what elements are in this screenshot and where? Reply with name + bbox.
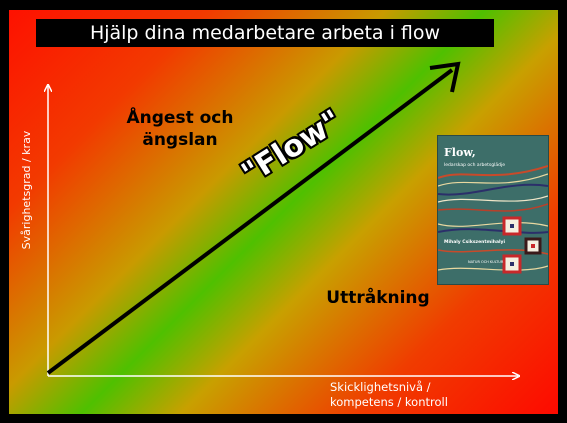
- x-axis-label: Skicklighetsnivå / kompetens / kontroll: [330, 380, 480, 410]
- boredom-zone-label: Uttråkning: [326, 288, 430, 308]
- book-cover-art: [438, 165, 548, 274]
- book-publisher: NATUR OCH KULTUR: [468, 260, 504, 264]
- frame-bottom: [0, 414, 567, 423]
- book-title: Flow,: [444, 146, 476, 159]
- anxiety-line1: Ångest och: [126, 108, 234, 128]
- book-author: Mihaly Csikszentmihalyi: [444, 240, 506, 245]
- anxiety-line2: ängslan: [142, 130, 218, 150]
- frame-right: [558, 0, 567, 423]
- y-axis-label: Svårighetsgrad / krav: [20, 130, 33, 250]
- x-axis-label-line2: kompetens / kontroll: [330, 395, 448, 409]
- anxiety-zone-label: Ångest och ängslan: [100, 107, 260, 151]
- flow-arrow-head: [429, 61, 461, 93]
- flow-arrow: [46, 68, 454, 375]
- frame-left: [0, 0, 9, 423]
- x-axis-label-line1: Skicklighetsnivå /: [330, 380, 431, 394]
- book-cover-image: Flow, ledarskap och arbetsglädje Mihaly …: [437, 135, 549, 285]
- slide-title: Hjälp dina medarbetare arbeta i flow: [36, 19, 494, 47]
- frame-top: [0, 0, 567, 10]
- book-subtitle: ledarskap och arbetsglädje: [444, 163, 505, 168]
